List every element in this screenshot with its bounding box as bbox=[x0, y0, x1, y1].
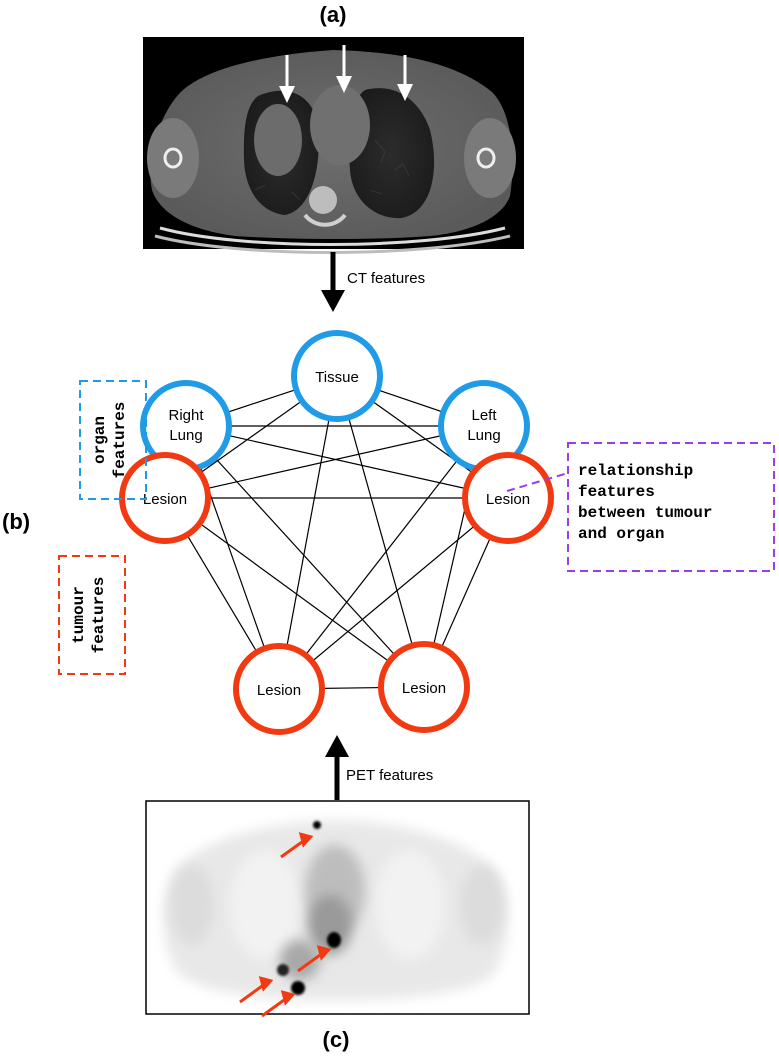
relationship-label-line2: features bbox=[578, 483, 655, 501]
node-right-lung-label-line1: Right bbox=[168, 407, 204, 424]
panel-c-label: (c) bbox=[323, 1027, 350, 1052]
node-lesion-bottom-right-label: Lesion bbox=[402, 680, 446, 697]
node-lesion-left: Lesion bbox=[119, 452, 211, 544]
node-left-lung-label-line2: Lung bbox=[467, 427, 500, 444]
tumour-features-label-line1: tumour bbox=[70, 586, 88, 644]
node-lesion-bottom-right: Lesion bbox=[378, 641, 470, 733]
node-lesion-bottom-left-label: Lesion bbox=[257, 682, 301, 699]
pet-red-arrows bbox=[239, 832, 332, 1018]
pet-features-arrow bbox=[325, 735, 349, 800]
pet-features-label: PET features bbox=[346, 767, 433, 784]
panel-b-label: (b) bbox=[2, 509, 30, 534]
node-left-lung-label-line1: Left bbox=[471, 407, 497, 424]
relationship-label-line1: relationship bbox=[578, 462, 693, 480]
node-lesion-bottom-left: Lesion bbox=[233, 643, 325, 735]
organ-features-label-line2: features bbox=[111, 402, 129, 479]
ct-scan-image bbox=[143, 37, 524, 254]
node-tissue: Tissue bbox=[291, 330, 383, 422]
node-right-lung-label-line2: Lung bbox=[169, 427, 202, 444]
node-lesion-left-label: Lesion bbox=[143, 491, 187, 508]
relationship-label-line4: and organ bbox=[578, 525, 664, 543]
panel-a-label: (a) bbox=[320, 2, 347, 27]
ct-features-arrow bbox=[321, 252, 345, 312]
relationship-label-line3: between tumour bbox=[578, 504, 712, 522]
ct-white-arrows bbox=[279, 45, 413, 103]
pet-scan-image bbox=[145, 800, 530, 1018]
tumour-features-box: tumour features bbox=[58, 555, 126, 675]
node-tissue-label: Tissue bbox=[315, 369, 359, 386]
ct-features-label: CT features bbox=[347, 270, 425, 287]
node-lesion-right-label: Lesion bbox=[486, 491, 530, 508]
node-lesion-right: Lesion bbox=[462, 452, 554, 544]
organ-features-box: organ features bbox=[79, 380, 147, 500]
node-right-lung: Right Lung bbox=[140, 380, 232, 472]
relationship-features-box: relationship features between tumour and… bbox=[506, 442, 775, 572]
tumour-features-label-line2: features bbox=[90, 577, 108, 654]
organ-features-label-line1: organ bbox=[91, 416, 109, 464]
